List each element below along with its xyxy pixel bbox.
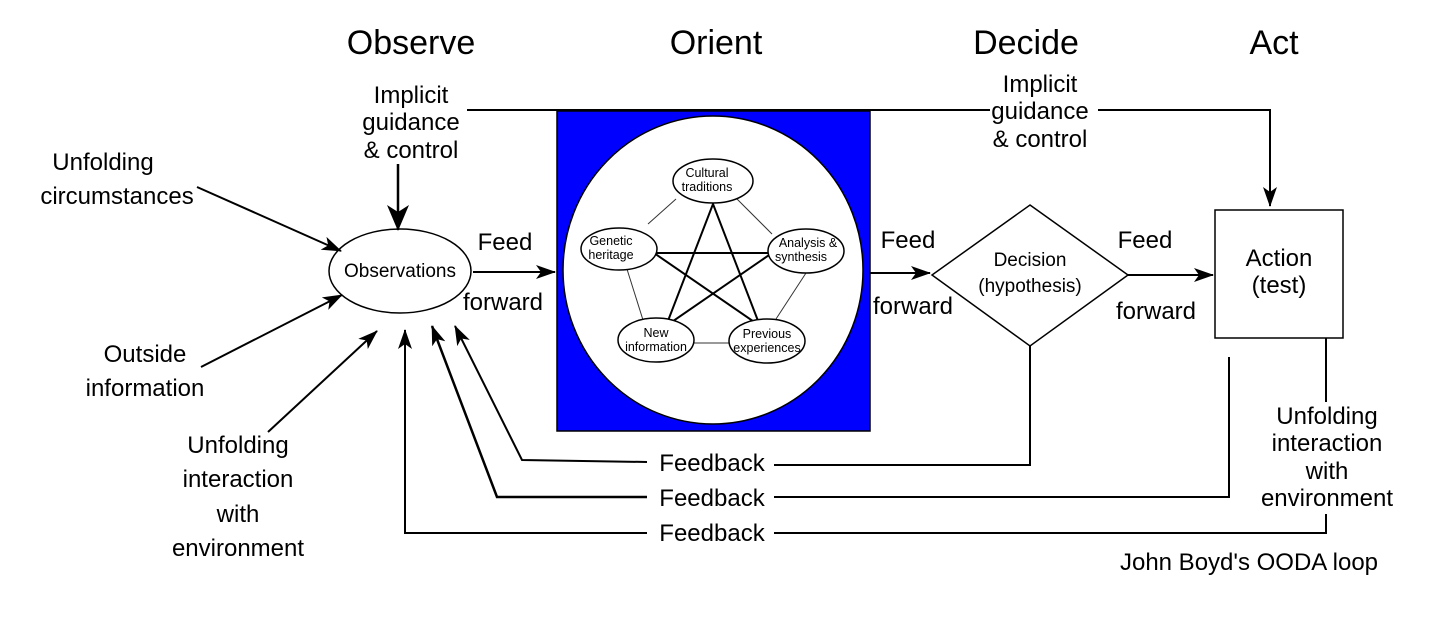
svg-text:environment: environment (1261, 485, 1393, 512)
svg-text:Implicit: Implicit (1003, 71, 1078, 98)
feedback-line-action (774, 357, 1230, 498)
node-previous-experiences: Previous experiences (728, 318, 806, 364)
svg-text:Implicit: Implicit (374, 82, 449, 109)
svg-text:circumstances: circumstances (40, 183, 193, 210)
svg-text:Outside: Outside (104, 341, 187, 368)
svg-text:Unfolding: Unfolding (52, 149, 153, 176)
svg-text:with: with (216, 501, 260, 528)
decide-implicit-guidance-label: Implicit guidance & control (990, 66, 1098, 154)
svg-text:Unfolding: Unfolding (1276, 403, 1377, 430)
svg-text:traditions: traditions (682, 180, 733, 194)
phase-orient-title: Orient (670, 24, 763, 62)
forward-label-decide: forward (1116, 298, 1196, 325)
action-node: Action (test) (1214, 209, 1344, 339)
svg-text:Observations: Observations (344, 261, 456, 282)
node-cultural-traditions: Cultural traditions (672, 158, 754, 204)
node-analysis-synthesis: Analysis & synthesis (767, 228, 845, 274)
phase-decide-title: Decide (973, 24, 1079, 62)
feedback-line-interaction (774, 514, 1327, 534)
svg-text:Analysis &: Analysis & (779, 236, 838, 250)
observe-implicit-guidance-label: Implicit guidance & control (362, 82, 459, 164)
feedback-arrow-action (430, 325, 647, 499)
feedback-line-decide (774, 346, 1031, 466)
unfolding-interaction-act-label: Unfolding interaction with environment (1261, 403, 1393, 512)
decision-node: Decision (hypothesis) (930, 204, 1130, 347)
observations-node: Observations (328, 228, 472, 314)
svg-text:guidance: guidance (362, 109, 459, 136)
svg-text:Genetic: Genetic (589, 234, 632, 248)
svg-text:interaction: interaction (1272, 430, 1383, 457)
svg-text:heritage: heritage (588, 248, 633, 262)
svg-text:Decision: Decision (994, 250, 1067, 271)
svg-text:synthesis: synthesis (775, 250, 827, 264)
svg-text:Unfolding: Unfolding (187, 432, 288, 459)
diagram-caption: John Boyd's OODA loop (1120, 549, 1378, 576)
feedback-arrow-decide (454, 325, 648, 463)
svg-text:with: with (1305, 458, 1349, 485)
svg-text:Action: Action (1246, 245, 1313, 272)
svg-text:(test): (test) (1252, 272, 1307, 299)
svg-text:guidance: guidance (991, 98, 1088, 125)
feedback-label-action: Feedback (659, 485, 765, 512)
unfolding-interaction-observe-label: Unfolding interaction with environment (172, 432, 304, 562)
phase-act-title: Act (1249, 24, 1299, 62)
forward-label-observe: forward (463, 289, 543, 316)
svg-text:environment: environment (172, 535, 304, 562)
svg-text:& control: & control (993, 126, 1088, 153)
orient-star (650, 201, 776, 329)
svg-text:Previous: Previous (743, 327, 792, 341)
outside-information-label: Outside information (86, 341, 205, 402)
feed-label-decide: Feed (1118, 227, 1173, 254)
arrow-outside-info-to-observations (200, 294, 343, 368)
svg-text:Cultural: Cultural (685, 166, 728, 180)
svg-text:(hypothesis): (hypothesis) (978, 276, 1082, 297)
phase-observe-title: Observe (347, 24, 476, 62)
orient-network-edges (625, 198, 807, 344)
feed-label-orient: Feed (881, 227, 936, 254)
feedback-label-decide: Feedback (659, 450, 765, 477)
node-genetic-heritage: Genetic heritage (580, 227, 658, 271)
svg-text:experiences: experiences (733, 341, 800, 355)
feedback-label-interaction: Feedback (659, 520, 765, 547)
svg-text:information: information (625, 340, 687, 354)
arrow-circumstances-to-observations (196, 186, 342, 252)
arrow-guidance-to-action (467, 109, 1277, 207)
feed-label-observe: Feed (478, 229, 533, 256)
unfolding-circumstances-label: Unfolding circumstances (40, 149, 193, 210)
node-new-information: New information (617, 317, 695, 363)
svg-text:information: information (86, 375, 205, 402)
forward-label-orient: forward (873, 293, 953, 320)
svg-text:New: New (643, 326, 669, 340)
svg-text:interaction: interaction (183, 466, 294, 493)
svg-text:& control: & control (364, 137, 459, 164)
arrow-interaction-to-observations (267, 330, 378, 433)
feedback-arrow-interaction (398, 329, 647, 534)
